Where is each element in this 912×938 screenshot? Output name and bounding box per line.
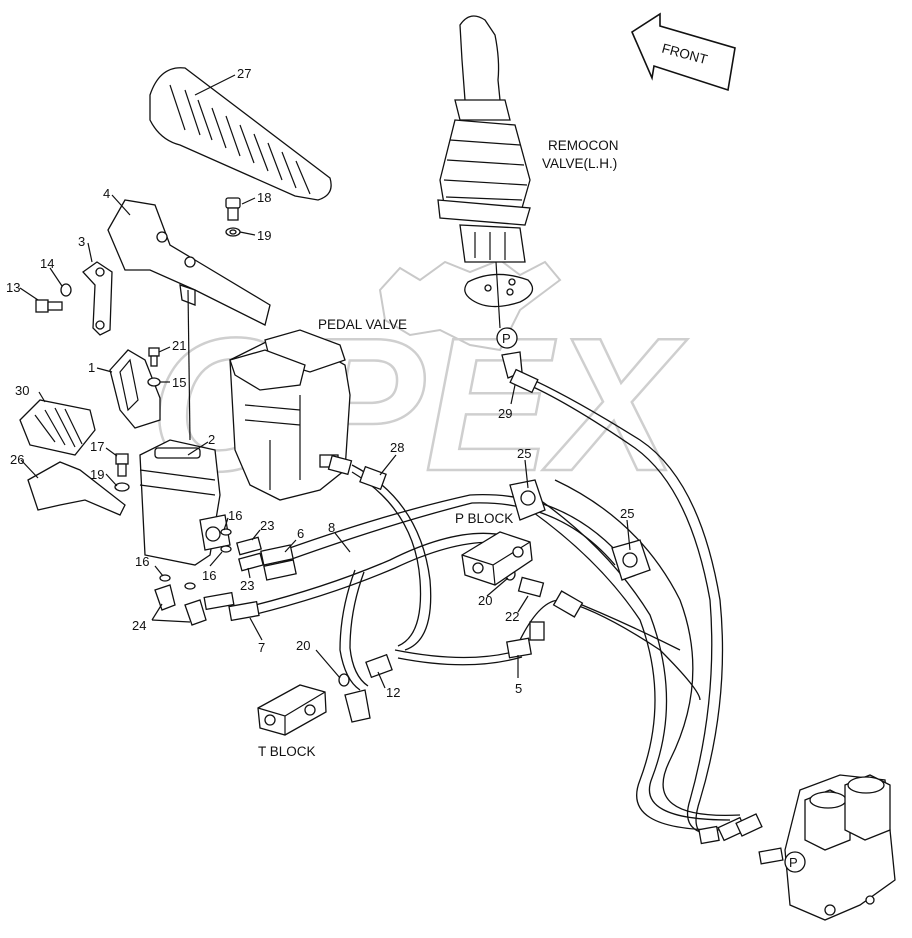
fitting-right	[552, 590, 584, 618]
callout-25a: 25	[517, 446, 531, 461]
fitting-23a	[236, 536, 262, 556]
washer-19a	[225, 227, 241, 237]
callout-19a: 19	[257, 228, 271, 243]
fitting-main-valve	[698, 813, 784, 865]
link-3	[82, 261, 113, 336]
remocon-label-line1: REMOCON	[548, 138, 619, 153]
port-p-bottom-label: P	[789, 855, 798, 870]
front-arrow: FRONT	[630, 12, 736, 92]
callout-20a: 20	[478, 593, 492, 608]
callout-1: 1	[88, 360, 95, 375]
pedal-valve-label: PEDAL VALVE	[318, 317, 407, 332]
watermark-text: OPEX	[150, 299, 688, 511]
remocon-valve	[437, 15, 534, 329]
callout-13: 13	[6, 280, 20, 295]
callout-15: 15	[172, 375, 186, 390]
bolt-13	[35, 299, 63, 313]
washer-15	[147, 377, 161, 387]
t-block	[257, 684, 327, 736]
callout-4: 4	[103, 186, 110, 201]
callout-23b: 23	[240, 578, 254, 593]
callout-3: 3	[78, 234, 85, 249]
main-control-valve: P	[784, 774, 896, 921]
pedal-27	[149, 67, 332, 201]
fitting-6	[260, 544, 297, 581]
callouts: 27 4 18 19 3 14 13 21 1 15 30 2 17 26 19…	[6, 66, 634, 700]
fitting-12	[344, 653, 393, 723]
bracket-4	[107, 199, 271, 326]
callout-27: 27	[237, 66, 251, 81]
callout-21: 21	[172, 338, 186, 353]
hoses	[234, 371, 741, 836]
callout-18: 18	[257, 190, 271, 205]
fitting-28	[327, 454, 387, 491]
callout-22: 22	[505, 609, 519, 624]
bolt-17	[115, 453, 129, 477]
pedal-valve-2	[139, 289, 231, 566]
t-block-label: T BLOCK	[258, 744, 316, 759]
callout-12: 12	[386, 685, 400, 700]
callout-6: 6	[297, 526, 304, 541]
callout-17: 17	[90, 439, 104, 454]
callout-19b: 19	[90, 467, 104, 482]
leader-lines	[19, 74, 631, 689]
callout-2: 2	[208, 432, 215, 447]
callout-14: 14	[40, 256, 54, 271]
pedal-valve-block	[229, 329, 351, 501]
callout-5: 5	[515, 681, 522, 696]
washer-19b	[114, 482, 130, 492]
fitting-24	[154, 584, 207, 626]
callout-7: 7	[258, 640, 265, 655]
bracket-1	[109, 349, 161, 429]
callout-28: 28	[390, 440, 404, 455]
callout-26: 26	[10, 452, 24, 467]
bolt-18	[225, 197, 241, 221]
washer-14	[60, 283, 72, 297]
front-arrow-label: FRONT	[660, 41, 709, 68]
clamp-25b	[611, 539, 651, 581]
washer-16b	[159, 574, 196, 590]
callout-16a: 16	[228, 508, 242, 523]
washer-20b	[338, 673, 350, 687]
callout-23a: 23	[260, 518, 274, 533]
p-block-label: P BLOCK	[455, 511, 513, 526]
callout-16c: 16	[135, 554, 149, 569]
fitting-29	[501, 351, 539, 394]
callout-8: 8	[328, 520, 335, 535]
callout-24: 24	[132, 618, 146, 633]
remocon-label-line2: VALVE(L.H.)	[542, 156, 617, 171]
bracket-26	[27, 461, 126, 516]
callout-29: 29	[498, 406, 512, 421]
clamp-25a	[509, 479, 546, 521]
port-p-top-label: P	[502, 331, 511, 346]
callout-30: 30	[15, 383, 29, 398]
fitting-23b	[238, 552, 264, 572]
callout-20b: 20	[296, 638, 310, 653]
fitting-7	[203, 591, 260, 622]
fitting-5	[506, 637, 532, 659]
callout-25b: 25	[620, 506, 634, 521]
p-block	[461, 531, 533, 586]
washer-16a	[220, 528, 232, 553]
pad-30	[19, 399, 96, 456]
bolt-21	[148, 347, 160, 367]
port-p-remocon: P	[496, 327, 518, 349]
fitting-22	[517, 576, 545, 641]
callout-16b: 16	[202, 568, 216, 583]
